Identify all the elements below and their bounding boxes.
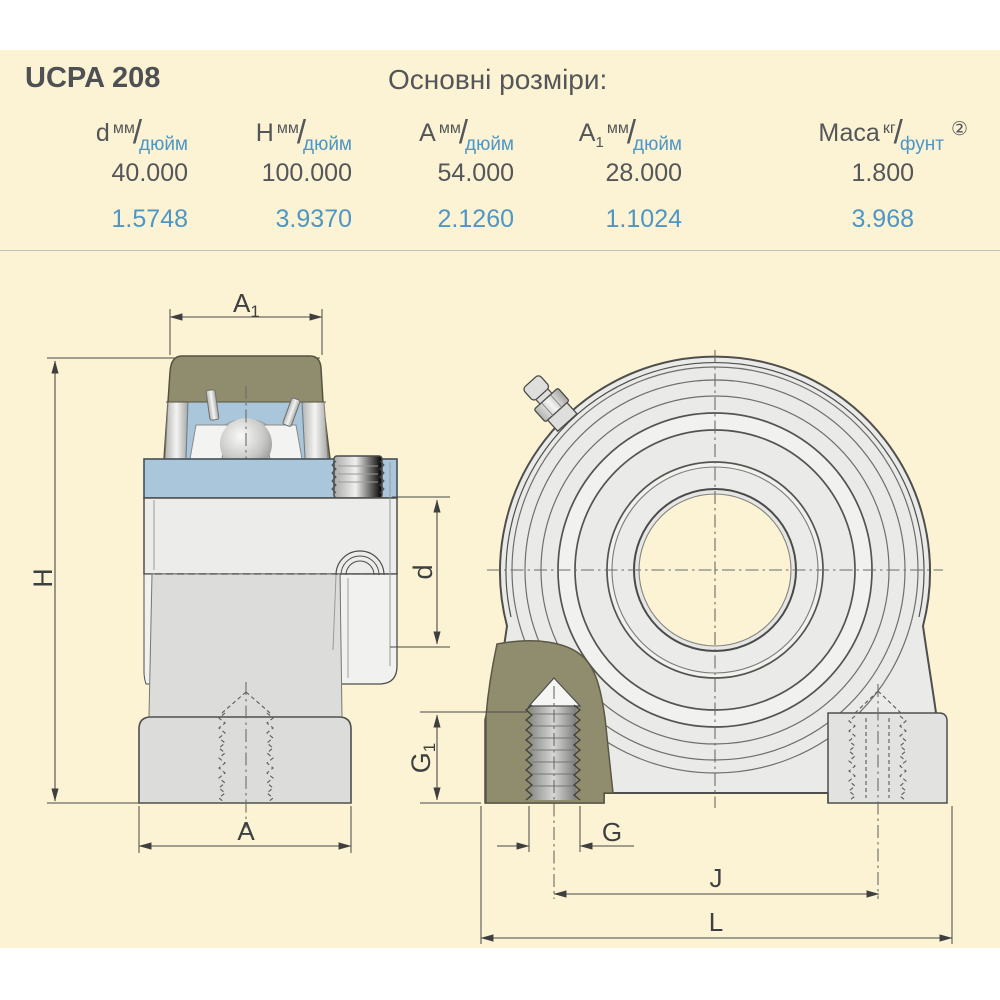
dimension-J: J (553, 863, 880, 898)
front-view (484, 350, 948, 899)
base-thread-hidden (218, 682, 274, 828)
technical-drawing: A1 H d G1 A (28, 288, 953, 944)
footnote-2-icon: ② (950, 119, 968, 140)
collar-inner-wall-left (164, 401, 189, 460)
dim-label-L: L (709, 907, 723, 937)
section-title: Основні розміри: (388, 64, 608, 95)
dimension-A1: A1 (169, 288, 323, 355)
dim-label-A1: A1 (233, 288, 260, 321)
dim-label-J: J (710, 863, 723, 893)
dim-label-G1: G1 (406, 743, 439, 773)
value-d-mm: 40.000 (111, 159, 188, 187)
dimension-d: d (390, 496, 450, 648)
value-H-mm: 100.000 (261, 159, 352, 187)
value-H-inch: 3.9370 (275, 205, 352, 233)
dim-label-d: d (408, 564, 438, 579)
table-drawing-divider (0, 250, 1000, 251)
thread-hole-sectioned (524, 677, 582, 899)
value-A-inch: 2.1260 (437, 205, 514, 233)
dim-label-H: H (28, 568, 58, 588)
pedestal-column (148, 573, 343, 718)
collar-inner-wall-right (301, 401, 329, 460)
grub-screw (331, 455, 385, 499)
thread-hole-hidden (848, 684, 907, 899)
dimension-H: H (28, 360, 143, 804)
dimension-G: G (497, 806, 634, 852)
base-recess-edge (603, 792, 829, 803)
col-header-A1: A1мм/дюйм (578, 113, 682, 155)
value-mass-kg: 1.800 (851, 159, 914, 187)
grease-hole-boss (332, 550, 385, 651)
value-mass-lb: 3.968 (851, 205, 914, 233)
cage-rivet-left (205, 389, 220, 421)
dimension-L: L (480, 806, 953, 944)
side-view (47, 355, 398, 828)
product-code: UCPA 208 (25, 62, 161, 94)
foot-right (827, 712, 948, 804)
value-A1-mm: 28.000 (605, 159, 682, 187)
dim-label-G: G (602, 817, 622, 847)
dimension-A: A (138, 806, 352, 853)
cage-rivet-right (282, 397, 301, 427)
tapped-base (138, 716, 352, 804)
housing-upper (143, 497, 398, 575)
grease-fitting (523, 375, 578, 433)
value-A-mm: 54.000 (437, 159, 514, 187)
value-d-inch: 1.5748 (111, 205, 188, 233)
value-A1-inch: 1.1024 (605, 205, 682, 233)
housing-skirt-right (339, 573, 398, 685)
dimension-G1: G1 (406, 711, 527, 804)
dim-label-A: A (237, 816, 255, 846)
